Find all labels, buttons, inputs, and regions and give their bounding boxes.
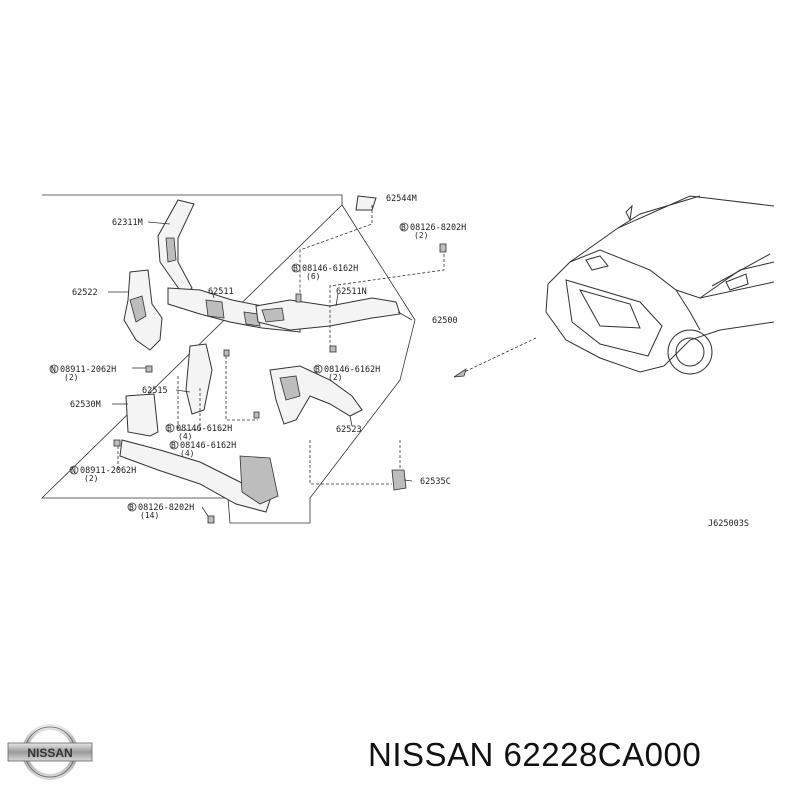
brand-part-caption: NISSAN 62228CA000: [368, 736, 702, 773]
label-08146-6162H-b: 08146-6162H: [324, 365, 380, 375]
label-62535C: 62535C: [420, 477, 451, 487]
label-62530M: 62530M: [70, 400, 101, 410]
label-62311M: 62311M: [112, 218, 143, 228]
vehicle-illustration: [545, 195, 775, 375]
label-62511: 62511: [208, 287, 234, 297]
label-08126-8202H-bottom: 08126-8202H: [138, 503, 194, 513]
nissan-logo: NISSAN: [7, 724, 93, 780]
b-symbol-c: [165, 423, 175, 433]
b-prefix-d: B: [171, 441, 176, 450]
label-62511N: 62511N: [336, 287, 367, 297]
label-08911-2062H-a: 08911-2062H: [60, 365, 116, 375]
drawing-code: J625003S: [708, 519, 749, 529]
direction-arrow: [459, 337, 537, 375]
n-prefix-b: N: [71, 466, 76, 475]
b-symbol-a: [291, 263, 301, 273]
label-08146-6162H-c: 08146-6162H: [176, 424, 232, 434]
label-62544M: 62544M: [386, 194, 417, 204]
qty-08911-2062H-a: (2): [64, 373, 78, 382]
upper-support-62311M: [157, 199, 195, 297]
lower-member: [119, 439, 271, 513]
qty-08146-6162H-d: (4): [180, 449, 194, 458]
b-prefix-top: B: [401, 223, 406, 232]
label-62500: 62500: [432, 316, 458, 326]
label-08146-6162H-d: 08146-6162H: [180, 441, 236, 451]
b-prefix-bottom: B: [129, 503, 134, 512]
logo-text: NISSAN: [27, 746, 72, 760]
qty-08911-2062H-b: (2): [84, 474, 98, 483]
leader-lines: [108, 205, 445, 517]
label-62515: 62515: [142, 386, 168, 396]
b-symbol-bottom: [127, 502, 137, 512]
n-prefix-a: N: [51, 365, 56, 374]
stay-62515: [185, 343, 213, 415]
member-62511N: [255, 297, 401, 331]
diagram-frame: [41, 194, 416, 524]
clip-62535C: [391, 469, 407, 491]
qty-08126-8202H-top: (2): [414, 231, 428, 240]
air-guide-62530M: [125, 393, 159, 437]
bolt-markers: [113, 243, 447, 524]
qty-08146-6162H-a: (6): [306, 272, 320, 281]
label-08146-6162H-a: 08146-6162H: [302, 264, 358, 274]
b-prefix-b: B: [315, 365, 320, 374]
qty-08146-6162H-b: (2): [328, 373, 342, 382]
qty-08146-6162H-c: (4): [178, 432, 192, 441]
b-symbol-b: [313, 364, 323, 374]
n-symbol-b: [69, 465, 79, 475]
b-symbol-top: [399, 222, 409, 232]
label-08911-2062H-b: 08911-2062H: [80, 466, 136, 476]
bracket-62544M: [355, 195, 377, 211]
label-62522: 62522: [72, 288, 98, 298]
label-62523: 62523: [336, 425, 362, 435]
label-08126-8202H-top: 08126-8202H: [410, 223, 466, 233]
b-prefix-a: B: [293, 264, 298, 273]
b-symbol-d: [169, 440, 179, 450]
n-symbol-a: [49, 364, 59, 374]
qty-08126-8202H-bottom: (14): [140, 511, 159, 520]
b-prefix-c: B: [167, 424, 172, 433]
